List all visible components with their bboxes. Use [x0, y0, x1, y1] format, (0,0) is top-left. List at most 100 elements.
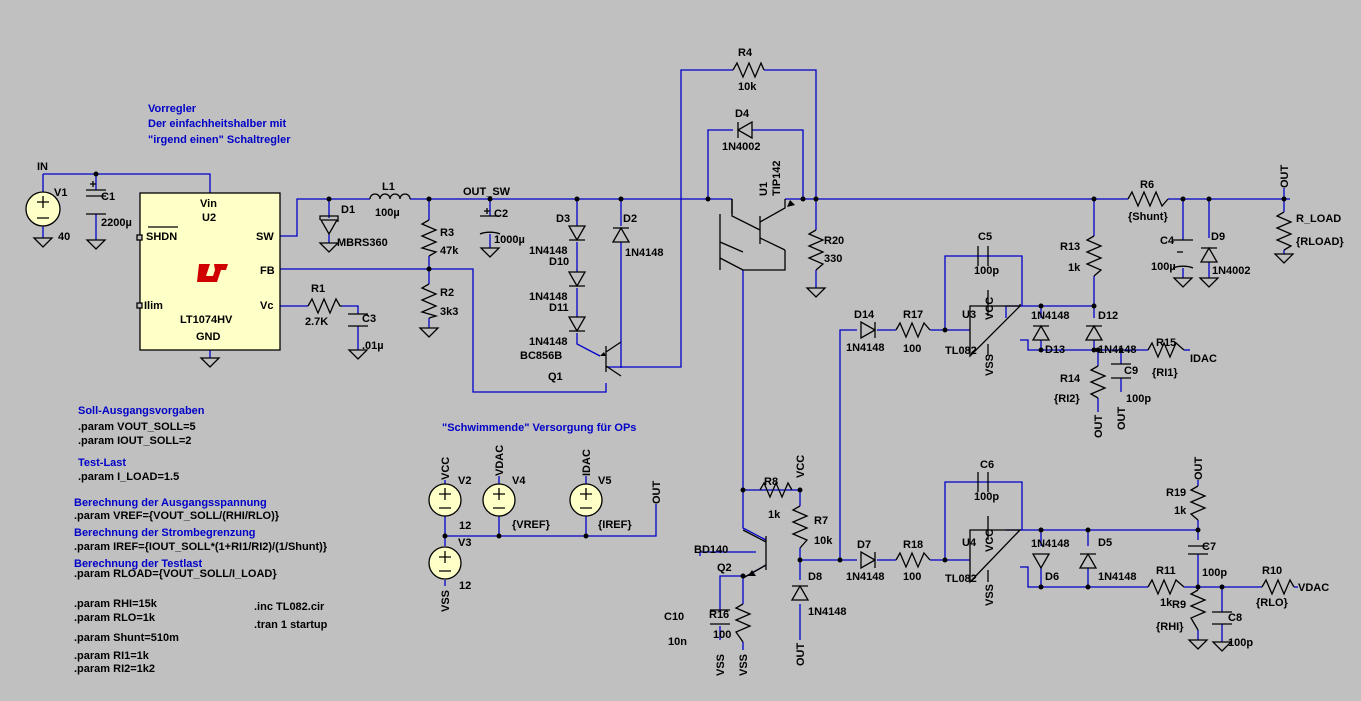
r14-resistor[interactable] [1089, 365, 1107, 399]
label-c2: C2 [494, 208, 508, 220]
r20-resistor[interactable] [806, 229, 826, 298]
value-u4: TL082 [945, 573, 977, 585]
d10-diode[interactable] [567, 271, 587, 288]
value-d2: 1N4148 [625, 247, 664, 259]
value-d12: 1N4148 [1098, 344, 1137, 356]
param-rload[interactable]: .param RLOAD={VOUT_SOLL/I_LOAD} [74, 568, 277, 580]
c10-capacitor[interactable] [710, 609, 730, 625]
d9-diode[interactable] [1199, 246, 1219, 288]
label-v1: V1 [54, 187, 67, 199]
value-c6: 100p [974, 491, 999, 503]
net-vdac-v4: VDAC [494, 445, 506, 476]
net-r-load: R_LOAD [1296, 213, 1341, 225]
v3-source[interactable] [428, 546, 462, 580]
r1-resistor[interactable] [307, 297, 342, 315]
d1-schottky[interactable] [319, 215, 339, 253]
u2-ic[interactable] [136, 192, 281, 368]
param-ri1[interactable]: .param RI1=1k [74, 650, 150, 662]
r6-resistor[interactable] [1127, 190, 1169, 208]
v2-source[interactable] [428, 483, 462, 517]
param-rlo[interactable]: .param RLO=1k [74, 612, 156, 624]
r18-resistor[interactable] [895, 551, 931, 569]
directive-inc[interactable]: .inc TL082.cir [254, 601, 325, 613]
c7-capacitor[interactable] [1188, 545, 1208, 555]
l1-inductor[interactable] [369, 193, 411, 200]
param-rhi[interactable]: .param RHI=15k [74, 598, 158, 610]
value-r17: 100 [903, 343, 921, 355]
net-out-r19: OUT [1193, 457, 1205, 481]
label-r17: R17 [903, 309, 923, 321]
u1-darlington[interactable] [719, 199, 795, 271]
r13-resistor[interactable] [1085, 235, 1103, 277]
u4-opamp[interactable] [969, 516, 1022, 584]
param-i-load[interactable]: .param I_LOAD=1.5 [78, 471, 179, 483]
q1-transistor[interactable] [600, 341, 622, 377]
d12-diode[interactable] [1084, 324, 1104, 341]
lt-logo-icon [197, 264, 228, 282]
ic-name: U2 [202, 212, 216, 224]
d14-diode[interactable] [860, 320, 877, 340]
d13-diode[interactable] [1031, 324, 1051, 341]
q2-transistor[interactable] [742, 529, 767, 579]
r8-resistor[interactable] [759, 481, 793, 499]
v5-source[interactable] [569, 483, 603, 517]
value-d14: 1N4148 [846, 342, 885, 354]
value-v3: 12 [459, 580, 471, 592]
d4-diode[interactable] [736, 120, 753, 140]
net-vss-c10: VSS [715, 654, 727, 676]
d5-diode[interactable] [1078, 552, 1098, 569]
r7-resistor[interactable] [791, 505, 809, 549]
comment-testlast: Test-Last [78, 457, 126, 469]
param-vref[interactable]: .param VREF={VOUT_SOLL/(RHI/RLO)} [74, 510, 280, 522]
c5-capacitor[interactable] [977, 246, 989, 266]
c1-capacitor[interactable] [86, 181, 106, 250]
param-ri2[interactable]: .param RI2=1k2 [74, 663, 155, 675]
r17-resistor[interactable] [895, 321, 931, 339]
c3-capacitor[interactable] [348, 313, 368, 360]
label-r7: R7 [814, 515, 828, 527]
r9-resistor[interactable] [1188, 589, 1208, 650]
d7-diode[interactable] [860, 550, 877, 570]
param-iout-soll[interactable]: .param IOUT_SOLL=2 [78, 435, 191, 447]
c8-capacitor[interactable] [1212, 611, 1232, 652]
value-r1: 2.7K [305, 316, 328, 328]
param-iref[interactable]: .param IREF={IOUT_SOLL*(1+RI1/RI2)/(1/Sh… [74, 541, 328, 553]
net-out-r14: OUT [1093, 415, 1105, 439]
value-r4: 10k [738, 81, 757, 93]
c4-capacitor[interactable] [1172, 239, 1194, 288]
net-vcc-r8: VCC [795, 455, 807, 478]
r4-resistor[interactable] [732, 61, 765, 79]
value-c8: 100p [1228, 637, 1253, 649]
r15-resistor[interactable] [1147, 341, 1185, 359]
u3-opamp[interactable] [969, 290, 1022, 358]
value-rload: {RLOAD} [1296, 236, 1344, 248]
c9-capacitor[interactable] [1111, 363, 1131, 379]
directive-tran[interactable]: .tran 1 startup [254, 619, 328, 631]
r2-resistor[interactable] [419, 283, 439, 338]
param-vout-soll[interactable]: .param VOUT_SOLL=5 [78, 421, 196, 433]
d11-diode[interactable] [567, 316, 587, 333]
param-shunt[interactable]: .param Shunt=510m [74, 632, 179, 644]
c6-capacitor[interactable] [977, 472, 989, 492]
net-out-d8: OUT [795, 643, 807, 667]
d3-diode[interactable] [567, 225, 587, 242]
r19-resistor[interactable] [1189, 485, 1207, 521]
d6-diode[interactable] [1031, 553, 1051, 570]
v4-source[interactable] [482, 483, 516, 517]
value-r14: {RI2} [1054, 393, 1080, 405]
value-d4: 1N4002 [722, 141, 761, 153]
rload-resistor[interactable] [1274, 211, 1294, 264]
d2-diode[interactable] [611, 226, 631, 243]
r16-resistor[interactable] [734, 603, 752, 643]
d8-diode[interactable] [790, 584, 810, 601]
c2-capacitor[interactable] [479, 208, 501, 258]
r3-resistor[interactable] [420, 219, 438, 257]
label-d5: D5 [1098, 537, 1112, 549]
label-v3: V3 [458, 537, 471, 549]
r11-resistor[interactable] [1147, 578, 1185, 596]
r10-resistor[interactable] [1261, 578, 1295, 596]
label-d3: D3 [556, 213, 570, 225]
v1-source[interactable] [25, 191, 61, 248]
label-c10: C10 [664, 611, 684, 623]
